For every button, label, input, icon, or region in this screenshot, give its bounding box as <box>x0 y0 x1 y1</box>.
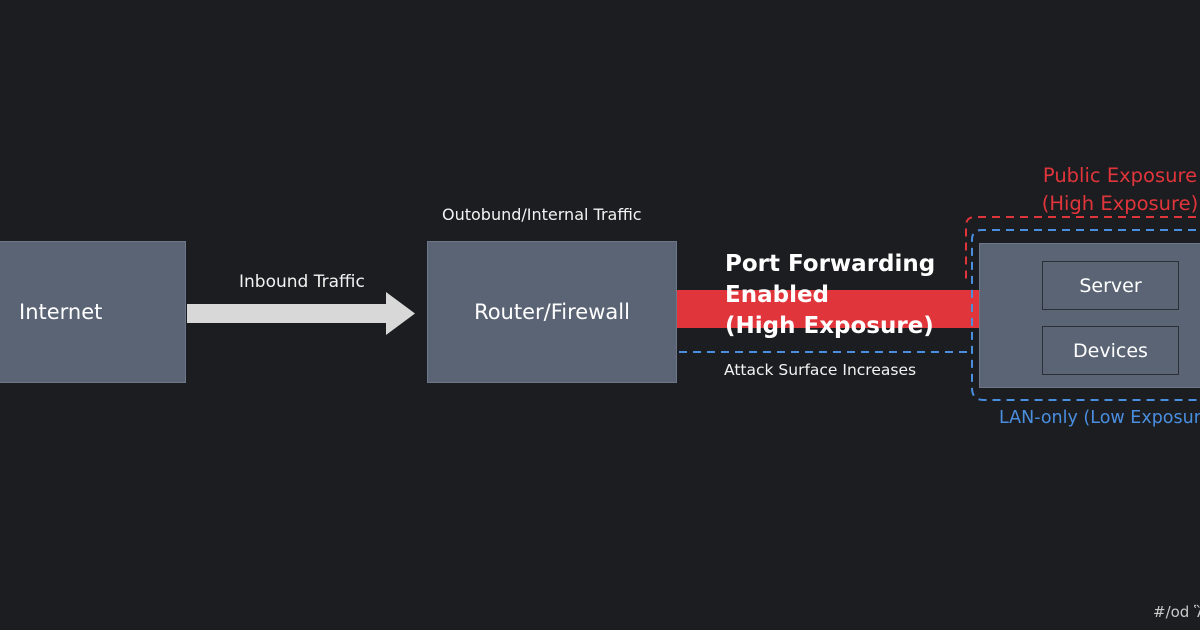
server-node: Server <box>1042 261 1179 310</box>
port-forwarding-line-1: Port Forwarding <box>725 251 936 277</box>
watermark: #/od Ἃ <box>1153 603 1200 621</box>
lan-only-label: LAN-only (Low Exposure) <box>999 408 1200 428</box>
router-firewall-node: Router/Firewall <box>427 241 677 383</box>
internet-label: Internet <box>19 300 103 324</box>
port-forwarding-line-2: Enabled <box>725 282 830 308</box>
port-forwarding-line-3: (High Exposure) <box>725 313 934 339</box>
internet-node: Internet <box>0 241 186 383</box>
public-exposure-line-2: (High Exposure) <box>1041 192 1199 215</box>
attack-surface-label: Attack Surface Increases <box>724 361 917 379</box>
inbound-arrow <box>187 292 415 335</box>
router-firewall-label: Router/Firewall <box>474 300 630 324</box>
server-label: Server <box>1079 274 1142 297</box>
inbound-traffic-label: Inbound Traffic <box>239 272 365 292</box>
devices-node: Devices <box>1042 326 1179 375</box>
public-exposure-label: Public Exposure (High Exposure) <box>1030 162 1200 218</box>
devices-label: Devices <box>1073 339 1148 362</box>
public-exposure-line-1: Public Exposure <box>1042 164 1198 187</box>
port-forwarding-label: Port Forwarding Enabled (High Exposure) <box>725 249 935 342</box>
outbound-traffic-label: Outobund/Internal Traffic <box>442 205 642 224</box>
